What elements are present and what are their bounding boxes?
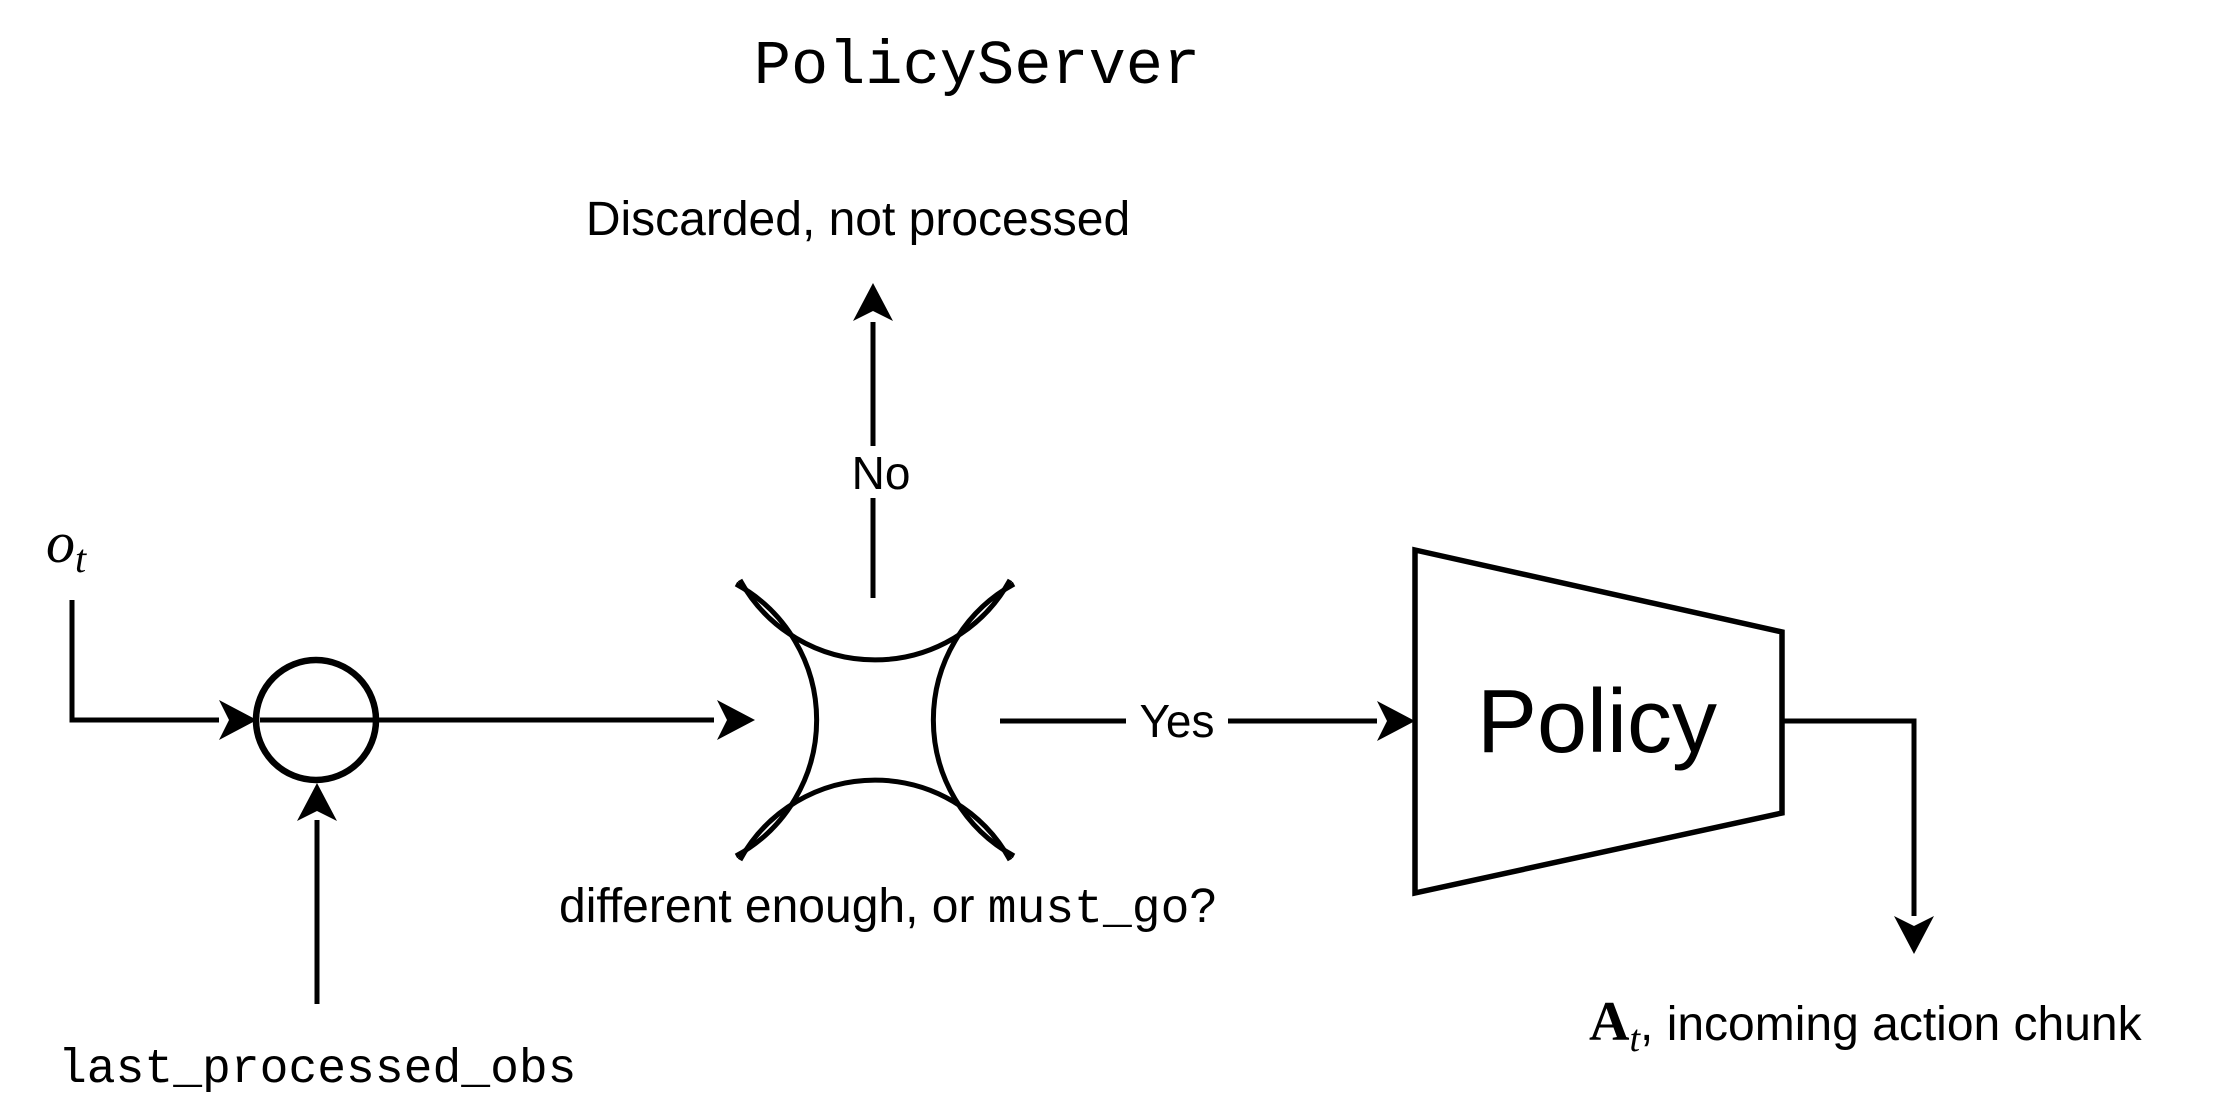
observation-arrowhead-icon [219, 700, 257, 740]
comparison-circle [252, 656, 380, 784]
action-chunk-subscript: t [1629, 1018, 1641, 1060]
condition-suffix: ? [1189, 880, 1216, 933]
observation-subscript: t [75, 536, 87, 581]
policy-trapezoid [1412, 546, 1785, 897]
last-processed-obs-label: last_processed_obs [58, 1043, 576, 1097]
observation-label: ot [46, 510, 87, 581]
observation-symbol: o [46, 510, 75, 575]
action-chunk-label: At, incoming action chunk [1589, 991, 2143, 1060]
policy-output-arrowhead-icon [1894, 916, 1934, 954]
diagram-title: PolicyServer [754, 31, 1200, 102]
star-bottom-arc [737, 777, 1013, 862]
last-processed-obs-arrowhead-icon [297, 783, 337, 821]
yes-label: Yes [1139, 695, 1214, 747]
action-chunk-symbol: A [1589, 991, 1630, 1053]
observation-input-line [69, 600, 219, 723]
condition-sans-part: different enough, or [559, 880, 988, 933]
action-chunk-text: , incoming action chunk [1640, 998, 2143, 1051]
star-left-arc [734, 581, 820, 859]
policy-label: Policy [1477, 672, 1717, 772]
difference-gate-star [734, 578, 1016, 862]
no-label: No [852, 447, 911, 499]
star-right-arc [930, 581, 1016, 859]
no-branch-arrowhead-icon [853, 283, 893, 321]
condition-label: different enough, or must_go? [559, 880, 1216, 937]
yes-label-backing [1126, 693, 1228, 747]
star-input-arrowhead-icon [717, 700, 755, 740]
condition-mono-part: must_go [988, 883, 1190, 937]
discarded-label: Discarded, not processed [586, 193, 1130, 246]
star-top-arc [737, 578, 1013, 663]
no-label-backing [846, 446, 916, 498]
yes-branch-arrowhead-icon [1377, 701, 1415, 741]
policy-output-line [1784, 718, 1917, 916]
